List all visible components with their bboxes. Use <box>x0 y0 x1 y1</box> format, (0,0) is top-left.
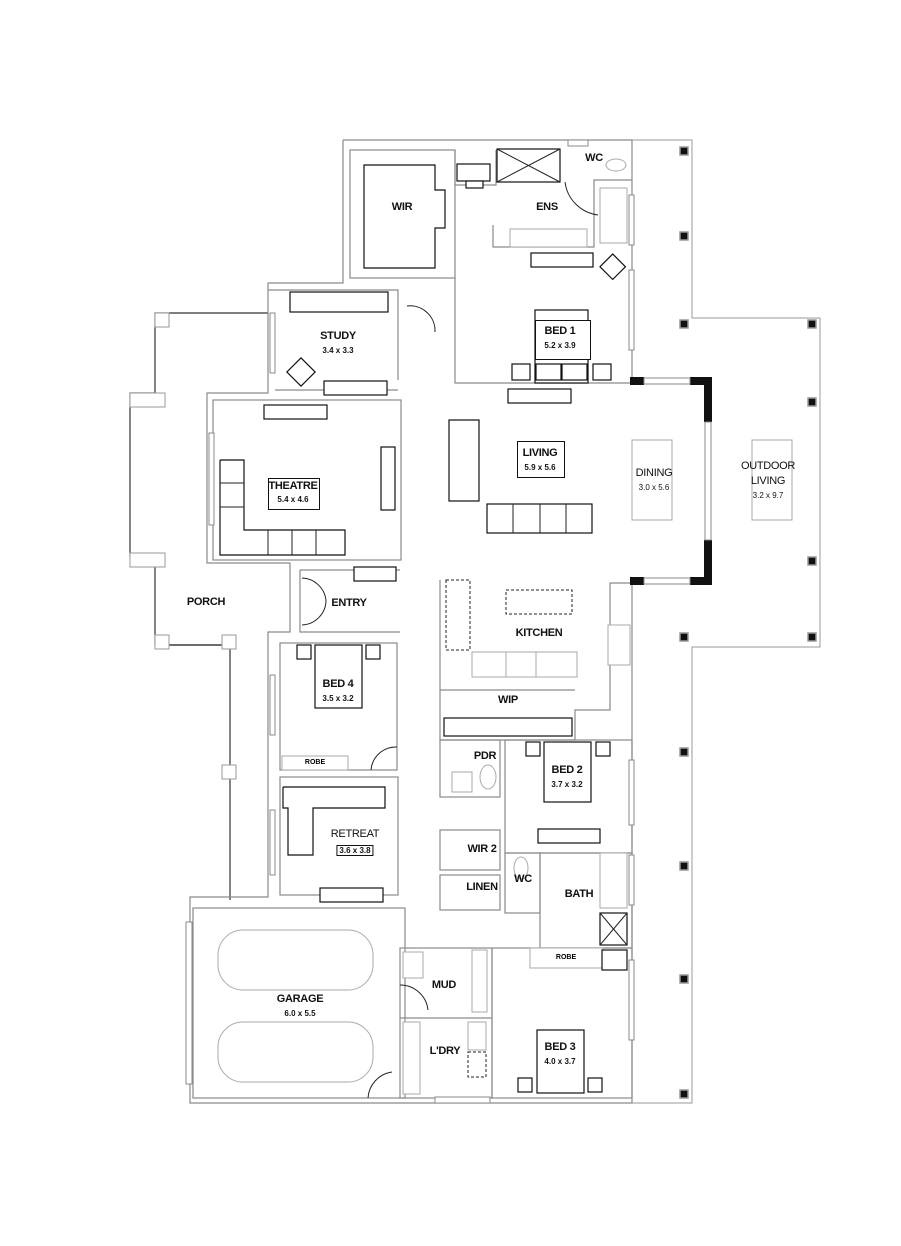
room-label-theatre: THEATRE <box>268 480 318 492</box>
room-label-bed4: BED 4 <box>322 678 354 690</box>
room-label-bed3: BED 3 <box>544 1041 576 1053</box>
room-label-wc2: WC <box>514 873 532 885</box>
room-dims-outdoor: 3.2 x 9.7 <box>752 491 784 500</box>
room-dims-theatre: 5.4 x 4.6 <box>277 495 309 504</box>
room-label-mud: MUD <box>431 979 457 991</box>
room-label-garage: GARAGE <box>276 993 324 1005</box>
room-label-wir2: WIR 2 <box>467 843 497 855</box>
room-label-bed1: BED 1 <box>544 325 576 337</box>
room-label-retreat: RETREAT <box>330 828 380 840</box>
alfresco-outline <box>632 139 821 1104</box>
room-label-dining: DINING <box>635 467 673 479</box>
room-dims-bed1: 5.2 x 3.9 <box>544 341 576 350</box>
alfresco-posts <box>679 146 817 1099</box>
porch-posts <box>129 312 237 780</box>
robe-label-bed3: ROBE <box>555 954 577 961</box>
room-dims-dining: 3.0 x 5.6 <box>638 483 670 492</box>
room-dims-bed3: 4.0 x 3.7 <box>544 1057 576 1066</box>
room-dims-retreat: 3.6 x 3.8 <box>336 845 374 856</box>
room-dims-bed4: 3.5 x 3.2 <box>322 694 354 703</box>
room-label-living: LIVING <box>522 447 558 459</box>
furniture <box>217 148 793 1099</box>
room-label-pdr: PDR <box>473 750 497 762</box>
room-label-living-box <box>517 441 565 478</box>
room-label-linen: LINEN <box>466 881 498 893</box>
windows <box>185 139 635 1104</box>
room-label-wip: WIP <box>498 694 518 706</box>
room-label-bed2: BED 2 <box>551 764 583 776</box>
room-label-ldry: L'DRY <box>429 1045 461 1057</box>
room-dims-living: 5.9 x 5.6 <box>524 463 556 472</box>
room-label-porch: PORCH <box>186 596 226 608</box>
room-label-kitchen: KITCHEN <box>515 627 563 639</box>
room-dims-study: 3.4 x 3.3 <box>322 346 354 355</box>
room-label-outdoor: OUTDOOR <box>740 460 796 472</box>
robe-label-bed4: ROBE <box>304 759 326 766</box>
dining-bay-walls <box>630 377 712 585</box>
room-label-bed1-box <box>535 320 591 360</box>
room-label-wc-ens: WC <box>585 152 603 164</box>
room-label-ens: ENS <box>536 201 558 213</box>
room-label-bath: BATH <box>564 888 594 900</box>
room-dims-garage: 6.0 x 5.5 <box>284 1009 316 1018</box>
room-dims-bed2: 3.7 x 3.2 <box>551 780 583 789</box>
room-label-theatre-box <box>268 478 320 510</box>
room-label-outdoor-living: LIVING <box>750 475 786 487</box>
room-label-wir: WIR <box>391 201 413 213</box>
room-label-study: STUDY <box>320 330 356 342</box>
room-label-entry: ENTRY <box>331 597 367 609</box>
